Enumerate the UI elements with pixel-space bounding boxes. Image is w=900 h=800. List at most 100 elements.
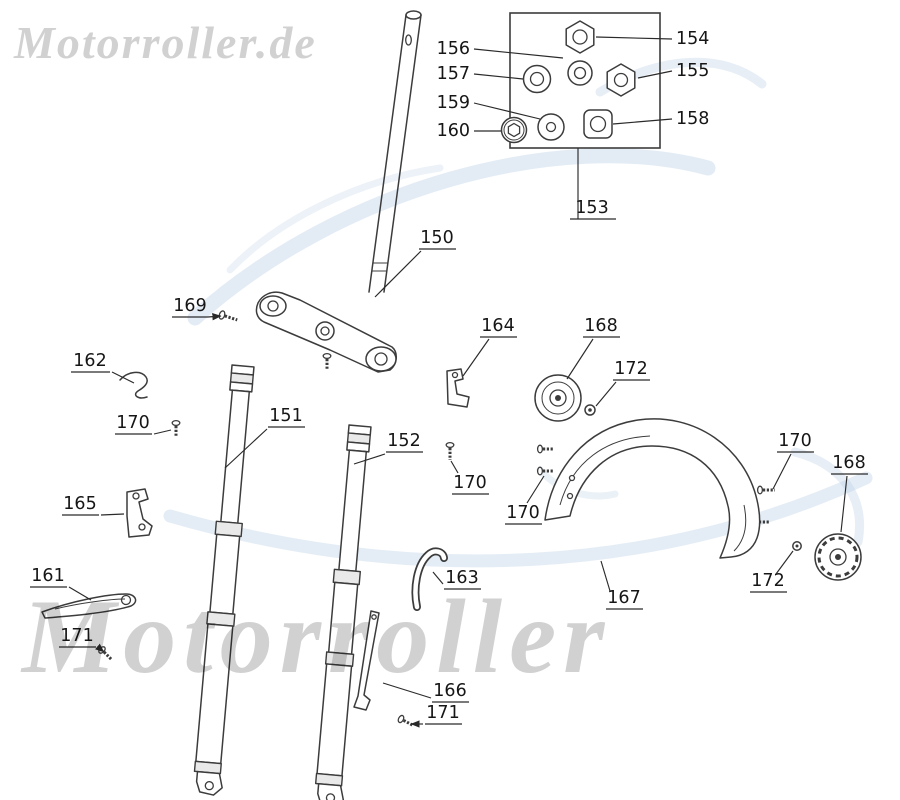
hex-nut-154 — [565, 20, 595, 54]
watermark-top: Motorroller.de — [13, 17, 317, 68]
svg-text:163: 163 — [445, 568, 478, 588]
svg-text:152: 152 — [387, 431, 420, 451]
knurled-nut-160 — [500, 116, 528, 144]
part-label-153: 153 — [570, 148, 616, 220]
part-label-171-left: 171 — [59, 626, 105, 653]
hex-nut-155 — [606, 63, 636, 97]
svg-text:159: 159 — [437, 93, 470, 113]
part-label-160: 160 — [437, 121, 501, 141]
svg-text:153: 153 — [575, 198, 608, 218]
svg-text:151: 151 — [269, 406, 302, 426]
screw-170-left — [171, 419, 181, 437]
gear-disc-168 — [814, 533, 862, 581]
nut-172-right — [792, 541, 802, 551]
fork-leg-left — [193, 364, 255, 796]
part-label-151: 151 — [224, 406, 305, 469]
svg-text:172: 172 — [751, 571, 784, 591]
screw-170-mid-b1 — [536, 444, 554, 454]
part-label-159: 159 — [437, 93, 541, 120]
hardware-box-outline — [509, 12, 661, 149]
part-label-150: 150 — [374, 228, 456, 298]
disc-nut-159 — [537, 113, 565, 141]
part-label-170-right: 170 — [772, 431, 814, 490]
square-nut-158 — [583, 109, 613, 139]
svg-text:155: 155 — [676, 61, 709, 81]
svg-text:168: 168 — [832, 453, 865, 473]
strip-166 — [353, 610, 380, 711]
svg-text:170: 170 — [116, 413, 149, 433]
lever-arm-161 — [41, 593, 137, 619]
svg-text:157: 157 — [437, 64, 470, 84]
part-label-168-mid: 168 — [566, 316, 620, 380]
screw-170-mid-a — [445, 441, 455, 460]
part-label-168-right: 168 — [831, 453, 868, 533]
bracket-165 — [126, 488, 153, 538]
fork-leg-right — [314, 424, 372, 800]
bracket-164 — [446, 368, 470, 408]
swoosh-curve-upper — [187, 148, 716, 326]
part-label-170-mid-b: 170 — [505, 475, 545, 525]
part-label-163: 163 — [432, 568, 481, 590]
swoosh-curve-lower — [163, 471, 873, 568]
bolt-171-bottom — [397, 714, 415, 727]
svg-text:170: 170 — [506, 503, 539, 523]
part-label-169: 169 — [172, 296, 222, 321]
bolt-169 — [218, 310, 238, 322]
svg-text:171: 171 — [426, 703, 459, 723]
diagram-artwork — [41, 10, 862, 800]
svg-text:162: 162 — [73, 351, 106, 371]
pulley-disc-168 — [534, 374, 582, 422]
swoosh-curl-left — [226, 164, 444, 274]
washer-157 — [522, 64, 552, 94]
svg-text:150: 150 — [420, 228, 453, 248]
svg-text:156: 156 — [437, 39, 470, 59]
swoosh-curve-right — [790, 447, 864, 547]
part-label-152: 152 — [353, 431, 423, 465]
svg-text:170: 170 — [453, 473, 486, 493]
front-fender-167 — [544, 418, 761, 559]
part-label-170-left: 170 — [115, 413, 172, 435]
round-nut-156 — [567, 60, 593, 86]
steering-stem — [368, 10, 422, 293]
svg-text:154: 154 — [676, 29, 709, 49]
part-label-170-mid-a: 170 — [450, 460, 489, 495]
hardware-box — [500, 12, 661, 149]
svg-text:160: 160 — [437, 121, 470, 141]
cable-guide-163 — [411, 547, 448, 611]
svg-text:169: 169 — [173, 296, 206, 316]
triple-clamp — [255, 291, 397, 373]
part-label-165: 165 — [62, 494, 125, 516]
svg-text:161: 161 — [31, 566, 64, 586]
part-label-161: 161 — [30, 566, 92, 601]
spring-hook-162 — [119, 371, 148, 399]
svg-text:164: 164 — [481, 316, 514, 336]
bolt-under-clamp — [322, 352, 332, 369]
svg-text:167: 167 — [607, 588, 640, 608]
label-layer: 156 157 159 160 154 155 158 153 — [30, 29, 868, 728]
part-label-158: 158 — [612, 109, 709, 129]
screw-170-right — [756, 485, 775, 495]
svg-text:168: 168 — [584, 316, 617, 336]
svg-text:172: 172 — [614, 359, 647, 379]
part-label-166: 166 — [382, 681, 469, 703]
watermark-bottom: Motorroller — [20, 578, 611, 695]
part-label-171-bottom: 171 — [410, 703, 462, 728]
nut-172-mid — [584, 404, 596, 416]
part-label-167: 167 — [600, 560, 643, 610]
part-label-164: 164 — [462, 316, 517, 377]
svg-text:166: 166 — [433, 681, 466, 701]
part-label-155: 155 — [637, 61, 709, 81]
part-label-154: 154 — [595, 29, 709, 49]
text-watermarks: Motorroller.de Motorroller — [13, 17, 611, 695]
svg-text:171: 171 — [60, 626, 93, 646]
part-label-172-right: 172 — [750, 550, 794, 593]
part-label-172-mid: 172 — [595, 359, 650, 407]
part-label-157: 157 — [437, 64, 524, 84]
screw-170-mid-b2 — [536, 466, 554, 476]
part-label-162: 162 — [71, 351, 135, 384]
svg-text:170: 170 — [778, 431, 811, 451]
svg-text:158: 158 — [676, 109, 709, 129]
svg-text:165: 165 — [63, 494, 96, 514]
